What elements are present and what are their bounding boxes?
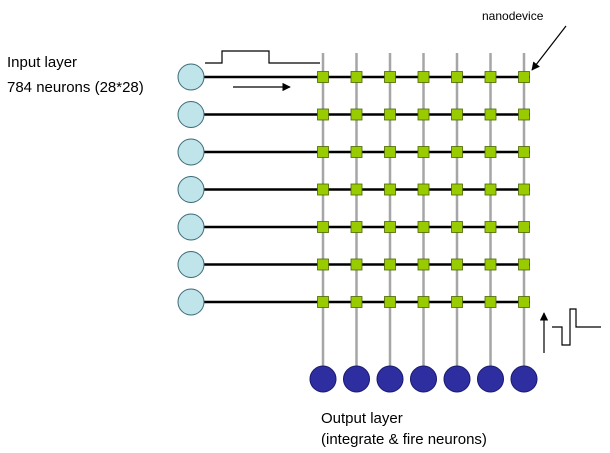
input-layer-subtitle: 784 neurons (28*28) [7,79,144,96]
nanodevice [451,296,463,308]
nanodevice [417,221,430,233]
column-wires [321,53,526,367]
output-neuron [510,365,538,393]
nanodevice [484,183,497,196]
input-neuron [177,288,205,316]
nanodevice [317,146,329,158]
nanodevice [518,258,530,271]
output-layer-subtitle: (integrate & fire neurons) [321,431,487,448]
nanodevice [384,221,396,233]
input-neuron [177,101,205,128]
nanodevice [350,221,363,233]
nanodevice [384,183,396,196]
nanodevice [451,258,463,271]
nanodevice [451,108,463,121]
nanodevice [384,71,396,83]
output-neuron [376,365,404,393]
bipolar-spike-icon [552,308,601,346]
input-layer-title: Input layer [7,54,77,71]
output-neuron [410,365,437,393]
output-layer-title: Output layer [321,410,403,427]
nanodevice [317,296,329,308]
nanodevice [317,258,329,271]
output-neurons [309,365,538,393]
nanodevice [417,296,430,308]
nanodevice [518,183,530,196]
nanodevice [350,183,363,196]
nanodevice [350,108,363,121]
row-wires [204,75,530,304]
nanodevice [350,296,363,308]
nanodevice [417,183,430,196]
nanodevice-label: nanodevice [482,9,544,23]
nanodevice [384,258,396,271]
input-neuron [177,138,205,166]
nanodevice [417,108,430,121]
nanodevice [384,296,396,308]
nanodevice [484,108,497,121]
nanodevice [451,71,463,83]
input-neuron [177,63,205,91]
nanodevice [350,146,363,158]
nanodevice [518,108,530,121]
nanodevice [451,183,463,196]
nanodevice [317,221,329,233]
nanodevice [317,71,329,83]
nanodevice [451,146,463,158]
square-pulse-icon [205,50,320,64]
nanodevice [417,71,430,83]
callout-arrow-icon [531,25,567,71]
nanodevice [518,296,530,308]
nanodevice [384,108,396,121]
nanodevice [484,71,497,83]
nanodevice-grid [317,71,530,308]
nanodevice [451,221,463,233]
nanodevice [484,146,497,158]
nanodevice [350,258,363,271]
nanodevice [317,108,329,121]
nanodevice [518,146,530,158]
output-neuron [477,365,504,393]
nanodevice [484,221,497,233]
output-neuron [343,365,370,393]
nanodevice [317,183,329,196]
nanodevice [417,146,430,158]
nanodevice [518,221,530,233]
nanodevice [518,71,530,83]
output-neuron [443,365,471,393]
input-neuron [177,251,205,278]
nanodevice [384,146,396,158]
output-neuron [309,365,337,393]
nanodevice [484,258,497,271]
input-neurons [177,63,205,316]
nanodevice [484,296,497,308]
input-neuron [177,213,205,241]
input-neuron [177,176,205,203]
nanodevice [417,258,430,271]
nanodevice [350,71,363,83]
